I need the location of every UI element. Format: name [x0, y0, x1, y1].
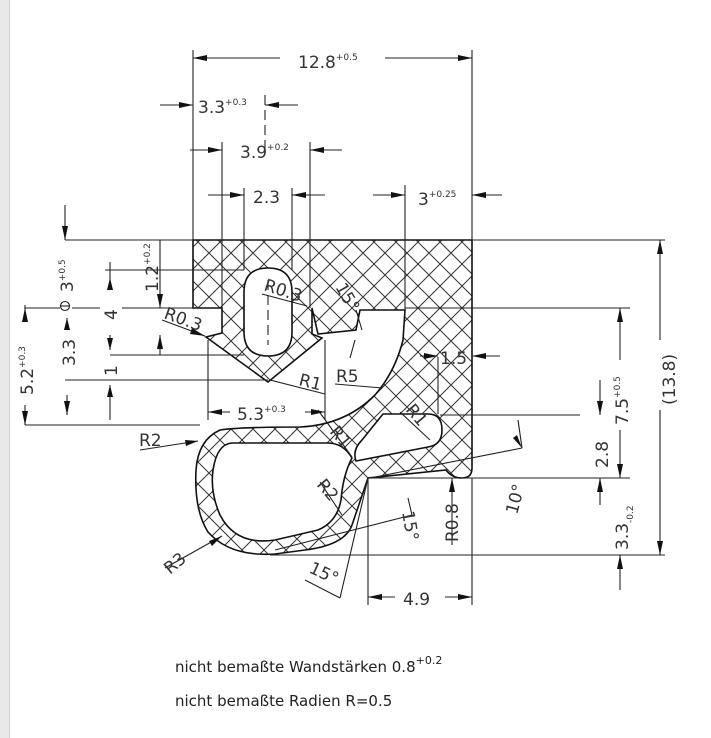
dim-top-thickness: 1.2+0.2 [143, 243, 163, 292]
radius-r2-left: R2 [139, 431, 162, 451]
note-radii: nicht bemaßte Radien R=0.5 [175, 692, 392, 710]
angle-15-bottom: 15° [306, 558, 342, 589]
angle-10: 10° [503, 482, 530, 516]
arrowheads [22, 55, 663, 600]
window-edge [0, 0, 10, 738]
dim-bulb-height: 3.3-0.2 [613, 505, 636, 550]
dim-left-height: 5.2+0.3 [18, 346, 38, 395]
dim-top-height: 3+0.5 [58, 259, 78, 292]
dim-lip-height: 2.8 [593, 441, 613, 468]
dim-slot-bottom: 1 [102, 365, 122, 376]
dim-slot-height: 4 [102, 309, 122, 320]
dim-slot-width: 2.3 [253, 188, 280, 208]
dim-foot-width: 4.9 [403, 590, 430, 610]
dimension-lines [24, 50, 665, 605]
dim-wall-1-5: 1.5 [440, 349, 467, 369]
radius-r08: R0.8 [443, 503, 463, 542]
radius-r3: R3 [160, 549, 190, 579]
profile-section [192, 239, 473, 556]
dim-overall-width: 12.8+0.5 [298, 53, 358, 73]
radius-r2-bulb: R2 [312, 475, 342, 505]
center-symbol-icon [59, 300, 71, 312]
angle-15-right: 15° [397, 509, 422, 542]
dim-jaw-width: 3.9+0.2 [240, 143, 289, 163]
dim-inner-height: 7.5+0.5 [613, 376, 633, 425]
radius-r1-jaw: R1 [297, 370, 324, 395]
note-wall-thickness: nicht bemaßte Wandstärken 0.8+0.2 [175, 654, 442, 676]
radius-r5: R5 [336, 367, 359, 387]
dim-total-height: (13.8) [660, 354, 680, 405]
dim-jaw-span: 5.3+0.3 [237, 405, 286, 425]
dim-right-wall: 3+0.25 [418, 190, 456, 210]
dim-slot-center: 3.3+0.3 [198, 98, 247, 118]
dim-jaw-height: 3.3 [60, 339, 80, 366]
